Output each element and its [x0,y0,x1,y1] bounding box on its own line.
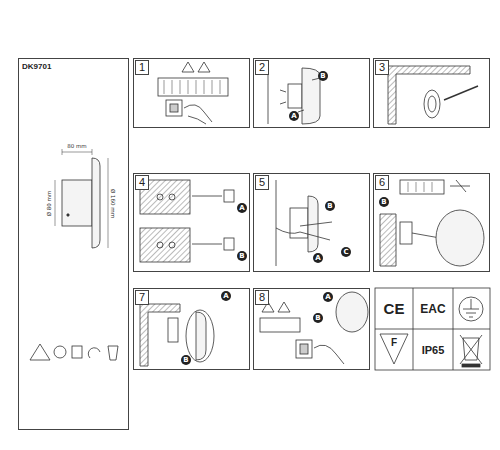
mark-text: CE [384,300,405,317]
ip-rating: IP65 [414,330,452,369]
step-panel: 6 [373,173,490,272]
step-number: 6 [375,175,389,190]
mark-text: IP65 [422,344,445,356]
callout-letter: A [289,111,299,121]
step-panel: 4 [133,173,250,272]
callout-letter: B [313,313,323,323]
callout-letter: C [341,247,351,257]
callout-letter: A [221,291,231,301]
eac-mark: EAC [414,289,452,328]
ce-mark: CE [376,289,412,328]
callout-letter: A [313,253,323,263]
step-number: 1 [135,60,149,75]
dimension-label: Ø 80 mm [46,189,53,217]
step-panel: 5 [253,173,370,272]
step-number: 7 [135,290,149,305]
mark-text: F [391,337,397,348]
step-panel: 8 [253,288,370,370]
mark-text: EAC [420,302,445,316]
callout-letter: B [325,201,335,211]
step-panel: 3 [373,58,490,128]
step-number: 4 [135,175,149,190]
step-panel: 2 [253,58,370,128]
model-number: DK9701 [22,62,51,71]
f-mark: F [378,331,410,353]
step-number: 3 [375,60,389,75]
callout-letter: A [323,292,333,302]
step-number: 2 [255,60,269,75]
step-number: 8 [255,290,269,305]
step-panel: 1 [133,58,250,128]
callout-letter: B [237,251,247,261]
callout-letter: B [181,355,191,365]
step-panel: 7 [133,288,250,370]
step-number: 5 [255,175,269,190]
dimension-label: Ø 160 mm [109,187,116,218]
callout-letter: A [237,203,247,213]
callout-letter: B [318,71,328,81]
dimension-label: 80 mm [66,143,87,150]
product-panel: DK9701 [18,58,129,430]
callout-letter: B [379,197,389,207]
